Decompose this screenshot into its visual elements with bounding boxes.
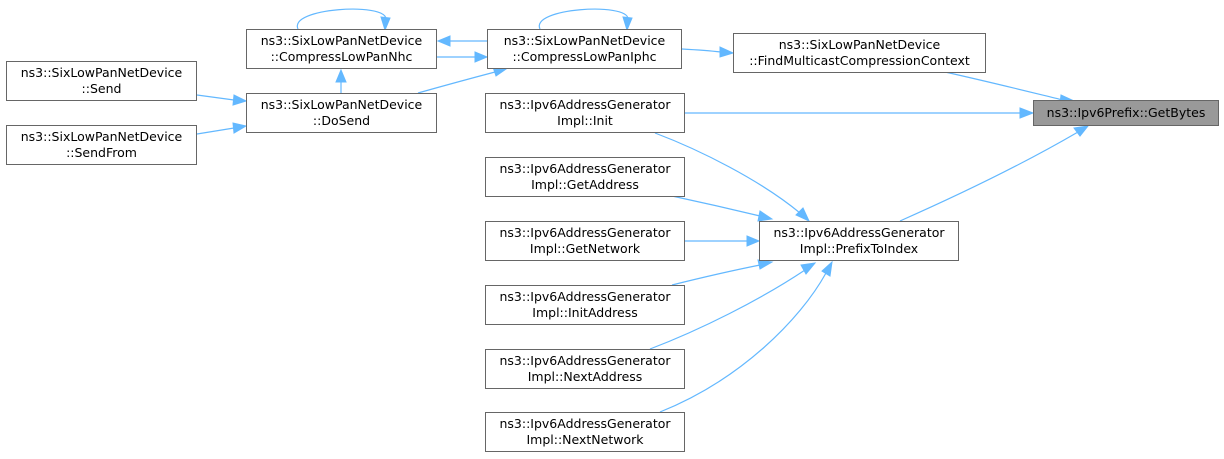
node-compress-lowpan-nhc[interactable]: ns3::SixLowPanNetDevice ::CompressLowPan… [246,29,437,69]
arrowhead [232,94,248,106]
node-label-line-1: ns3::SixLowPanNetDevice [20,129,183,144]
arrowhead [380,16,391,32]
node-label-line-2: Impl::NextAddress [527,369,643,384]
edge-send-to-dosend [196,94,235,101]
node-label-line-1: ns3::Ipv6AddressGenerator [499,225,671,240]
edge-nhc-self [297,8,387,30]
edge-initaddress-to-prefixtoindex [671,264,761,286]
node-label-line-1: ns3::Ipv6AddressGenerator [499,97,671,112]
edge-nextnetwork-to-prefixtoindex [659,272,827,413]
edge-init-to-prefixtoindex [654,132,801,214]
edge-getaddress-to-prefixtoindex [671,195,761,217]
node-label-line-2: ::FindMulticastCompressionContext [749,53,970,68]
arrowhead [1019,107,1035,119]
edge-iphc-self [539,8,629,30]
node-sendfrom[interactable]: ns3::SixLowPanNetDevice ::SendFrom [6,125,197,165]
node-label-line-1: ns3::Ipv6AddressGenerator [499,353,671,368]
node-label-line-2: Impl::PrefixToIndex [799,241,919,256]
node-label-line-1: ns3::Ipv6AddressGenerator [773,225,945,240]
arrowhead [746,235,761,247]
node-get-address[interactable]: ns3::Ipv6AddressGenerator Impl::GetAddre… [485,157,685,197]
node-label-line-2: ::CompressLowPanNhc [270,49,413,64]
node-init[interactable]: ns3::Ipv6AddressGenerator Impl::Init [485,93,685,133]
node-ipv6prefix-getbytes[interactable]: ns3::Ipv6Prefix::GetBytes [1033,100,1219,126]
arrowhead [436,35,451,47]
edge-dosend-to-iphc [417,71,496,94]
arrowhead [232,122,248,134]
node-compress-lowpan-iphc[interactable]: ns3::SixLowPanNetDevice ::CompressLowPan… [487,29,682,69]
node-init-address[interactable]: ns3::Ipv6AddressGenerator Impl::InitAddr… [485,285,685,325]
edge-nextaddress-to-prefixtoindex [649,269,806,350]
node-find-multicast-compression-context[interactable]: ns3::SixLowPanNetDevice ::FindMulticastC… [733,33,986,73]
arrowhead [795,207,811,223]
node-label-line-2: Impl::NextNetwork [526,432,644,447]
arrowhead [335,68,347,83]
node-label-line-2: ::CompressLowPanIphc [512,49,657,64]
node-label-line-1: ns3::SixLowPanNetDevice [503,33,666,48]
node-get-network[interactable]: ns3::Ipv6AddressGenerator Impl::GetNetwo… [485,221,685,261]
node-next-network[interactable]: ns3::Ipv6AddressGenerator Impl::NextNetw… [485,412,685,452]
node-label-line-1: ns3::Ipv6AddressGenerator [499,416,671,431]
node-label: ns3::Ipv6Prefix::GetBytes [1046,105,1206,120]
edge-iphc-to-find-mcast [681,48,722,53]
node-dosend[interactable]: ns3::SixLowPanNetDevice ::DoSend [246,93,437,133]
node-label-line-2: Impl::GetNetwork [529,241,641,256]
arrowhead [821,260,833,277]
node-label-line-1: ns3::SixLowPanNetDevice [260,33,423,48]
node-label-line-1: ns3::SixLowPanNetDevice [778,37,941,52]
node-label-line-2: ::DoSend [312,113,371,128]
edge-sendfrom-to-dosend [196,127,235,135]
node-next-address[interactable]: ns3::Ipv6AddressGenerator Impl::NextAddr… [485,349,685,389]
node-label-line-2: Impl::InitAddress [532,305,638,320]
node-label-line-2: Impl::Init [557,113,613,128]
node-label-line-2: Impl::GetAddress [531,177,639,192]
node-label-line-2: ::SendFrom [66,145,137,160]
node-label-line-1: ns3::Ipv6AddressGenerator [499,289,671,304]
arrowhead [622,16,633,32]
arrowhead [757,210,774,222]
node-label-line-1: ns3::SixLowPanNetDevice [260,97,423,112]
node-label-line-1: ns3::Ipv6AddressGenerator [499,161,671,176]
node-label-line-2: ::Send [81,81,122,96]
edge-find-mcast-to-getbytes [944,71,1064,101]
arrowhead [1073,125,1090,137]
edge-prefixtoindex-to-getbytes [899,131,1079,222]
node-prefix-to-index[interactable]: ns3::Ipv6AddressGenerator Impl::PrefixTo… [759,221,959,261]
node-label-line-1: ns3::SixLowPanNetDevice [20,65,183,80]
arrowhead [757,259,774,270]
arrowhead [474,51,489,63]
arrowhead [800,262,817,275]
arrowhead [719,46,735,58]
node-send[interactable]: ns3::SixLowPanNetDevice ::Send [6,61,197,101]
